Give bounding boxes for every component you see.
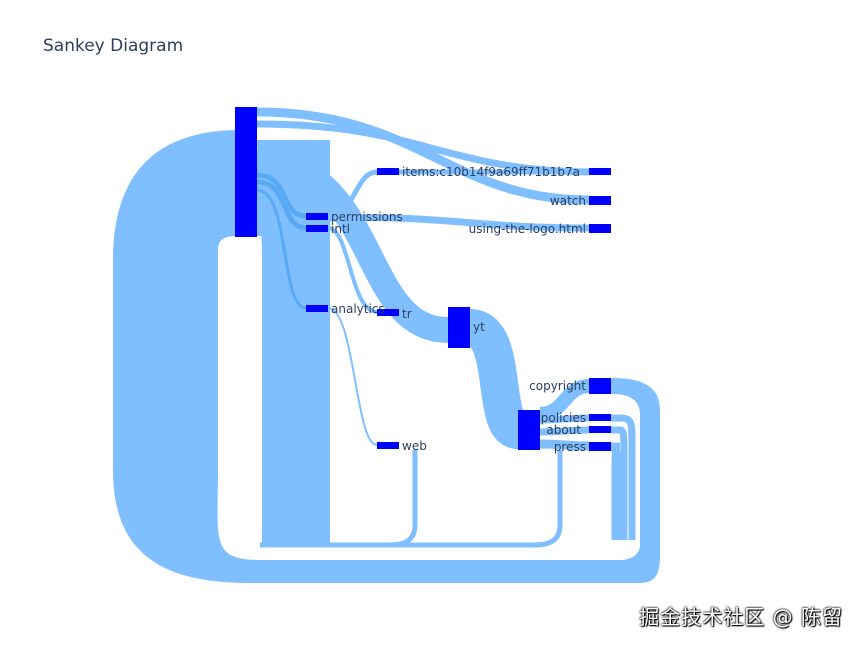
link-ytc-about — [539, 426, 590, 436]
label-policies: policies — [541, 411, 586, 425]
label-permissions: permissions — [331, 210, 403, 224]
label-analytics: analytics — [331, 302, 385, 316]
label-about: about — [546, 423, 581, 437]
label-web: web — [402, 439, 427, 453]
node-yt — [448, 307, 470, 348]
node-copyright — [589, 378, 611, 394]
link-about-loop — [611, 426, 628, 540]
link-loop — [113, 130, 660, 583]
link-ytc-copyright — [539, 379, 590, 421]
link-policies-loop — [611, 414, 636, 540]
link-root-intl — [256, 179, 307, 231]
label-press: press — [554, 440, 586, 454]
node-ytc — [518, 410, 540, 450]
links-detail — [113, 107, 660, 583]
label-watch: watch — [550, 194, 586, 208]
node-intl — [306, 225, 328, 232]
link-root-analytics — [256, 188, 307, 310]
watermark: 掘金技术社区 @ 陈留 — [639, 605, 843, 629]
link-root-permissions — [256, 172, 307, 219]
node-watch — [589, 196, 611, 205]
label-intl: intl — [331, 222, 350, 236]
label-logo: using-the-logo.html — [469, 222, 586, 236]
loop-hole — [219, 237, 271, 477]
label-items: items:c10b14f9a69ff71b1b7a — [402, 165, 580, 179]
link-root-items-target — [256, 120, 590, 176]
link-press-loop — [611, 442, 622, 540]
node-policies — [589, 414, 611, 421]
node-press — [589, 442, 611, 451]
link-root-watch — [256, 107, 590, 205]
link-tr-yt — [398, 309, 449, 328]
label-copyright: copyright — [529, 379, 586, 393]
link-ytc-press — [539, 439, 590, 451]
link-intl-tr — [327, 226, 378, 314]
nodes-layer — [235, 107, 611, 451]
link-permissions-logo — [327, 214, 590, 232]
node-analytics — [306, 305, 328, 312]
link-root-column — [257, 150, 330, 532]
link-root-yt — [258, 147, 449, 343]
link-yt-ytc — [466, 309, 527, 449]
node-permissions — [306, 213, 328, 220]
node-itemsTarget — [589, 168, 611, 175]
link-copyright-loop — [250, 379, 657, 579]
node-logo — [589, 224, 611, 233]
link-ytc-policies — [539, 414, 590, 424]
node-web — [377, 442, 399, 449]
node-about — [589, 426, 611, 433]
label-yt: yt — [473, 320, 485, 334]
node-items — [377, 168, 399, 175]
chart-title: Sankey Diagram — [43, 36, 184, 56]
node-tr — [377, 309, 399, 316]
link-ytc-return — [260, 450, 563, 548]
node-root — [235, 107, 257, 237]
link-analytics-web — [327, 307, 378, 446]
label-tr: tr — [402, 307, 412, 321]
